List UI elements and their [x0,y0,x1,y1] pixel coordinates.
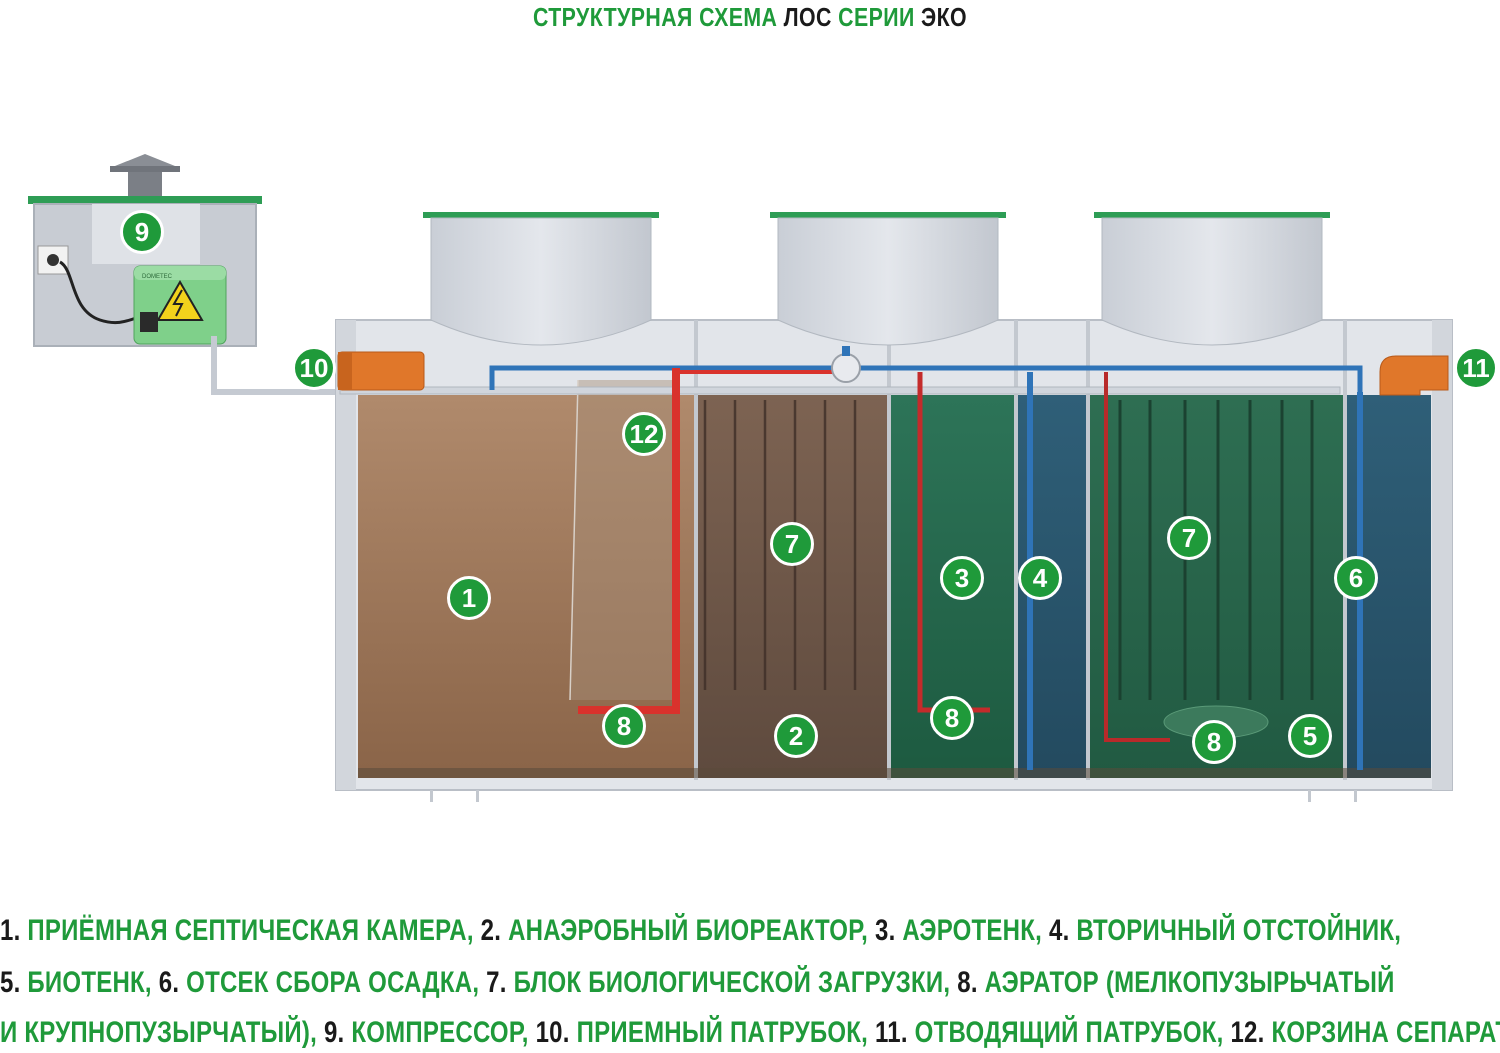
badge-sludge-compartment: 6 [1334,556,1378,600]
legend-num-6: 6 [158,966,173,999]
legend-item-6: . ОТСЕК СБОРА ОСАДКА, [172,966,487,999]
badge-aerator-1: 8 [602,704,646,748]
diagram-title: СТРУКТУРНАЯ СХЕМА ЛОС СЕРИИ ЭКО [135,2,1365,33]
legend-num-1: 1 [0,914,14,947]
badge-separator-basket: 12 [622,412,666,456]
badge-compressor: 9 [120,210,164,254]
legend-item-2: . АНАЭРОБНЫЙ БИОРЕАКТОР, [494,914,875,947]
badge-aerotank: 3 [940,556,984,600]
legend-line-1: 1. ПРИЁМНАЯ СЕПТИЧЕСКАЯ КАМЕРА, 2. АНАЭР… [0,914,1401,948]
badge-aerator-3: 8 [1192,720,1236,764]
title-part-1: СТРУКТУРНАЯ СХЕМА [532,2,784,32]
legend-line-3: И КРУПНОПУЗЫРЧАТЫЙ), 9. КОМПРЕССОР, 10. … [0,1016,1500,1050]
badge-secondary-clarifier: 4 [1018,556,1062,600]
legend-item-7: . БЛОК БИОЛОГИЧЕСКОЙ ЗАГРУЗКИ, [499,966,958,999]
title-part-4: ЭКО [921,2,968,32]
badge-aerator-2: 8 [930,696,974,740]
legend-num-8: 8 [957,966,971,999]
badge-anaerobic-bioreactor: 2 [774,714,818,758]
legend-num-11: 11 [874,1016,901,1049]
legend-num-9: 9 [323,1016,338,1049]
legend-item-5: . БИОТЕНК, [13,966,159,999]
legend-item-8: . АЭРАТОР (МЕЛКОПУЗЫРЬЧАТЫЙ [970,966,1395,999]
badge-septic-chamber: 1 [447,576,491,620]
tank-necks [423,212,1330,346]
title-part-2: ЛОС [783,2,839,32]
legend-num-5: 5 [0,966,14,999]
legend-item-1: . ПРИЁМНАЯ СЕПТИЧЕСКАЯ КАМЕРА, [13,914,481,947]
legend-item-11: . ОТВОДЯЩИЙ ПАТРУБОК, [900,1016,1231,1049]
legend-line-2: 5. БИОТЕНК, 6. ОТСЕК СБОРА ОСАДКА, 7. БЛ… [0,966,1394,1000]
legend-num-3: 3 [874,914,889,947]
legend-item-4: . ВТОРИЧНЫЙ ОТСТОЙНИК, [1062,914,1402,947]
badge-biotank: 5 [1288,714,1332,758]
compressor-logo: DOMETEC [142,274,173,280]
legend-item-10: . ПРИЕМНЫЙ ПАТРУБОК, [562,1016,875,1049]
legend-item-3: . АЭРОТЕНК, [888,914,1049,947]
legend-num-12: 12 [1230,1016,1258,1049]
legend-item-12: . КОРЗИНА СЕПАРАТОРА [1257,1016,1500,1049]
badge-bioload-1: 7 [770,522,814,566]
legend-item-8-cont: И КРУПНОПУЗЫРЧАТЫЙ), [0,1016,324,1049]
legend-num-10: 10 [535,1016,563,1049]
legend-num-4: 4 [1048,914,1063,947]
badge-inlet-pipe: 10 [292,346,336,390]
title-part-3: СЕРИИ [838,2,922,32]
legend-num-7: 7 [486,966,500,999]
badge-bioload-2: 7 [1167,516,1211,560]
legend-num-2: 2 [480,914,495,947]
badge-outlet-pipe: 11 [1454,346,1498,390]
legend-item-9: . КОМПРЕССОР, [337,1016,536,1049]
compressor-housing: DOMETEC [28,154,340,395]
treatment-plant-illustration: DOMETEC [28,154,1453,802]
